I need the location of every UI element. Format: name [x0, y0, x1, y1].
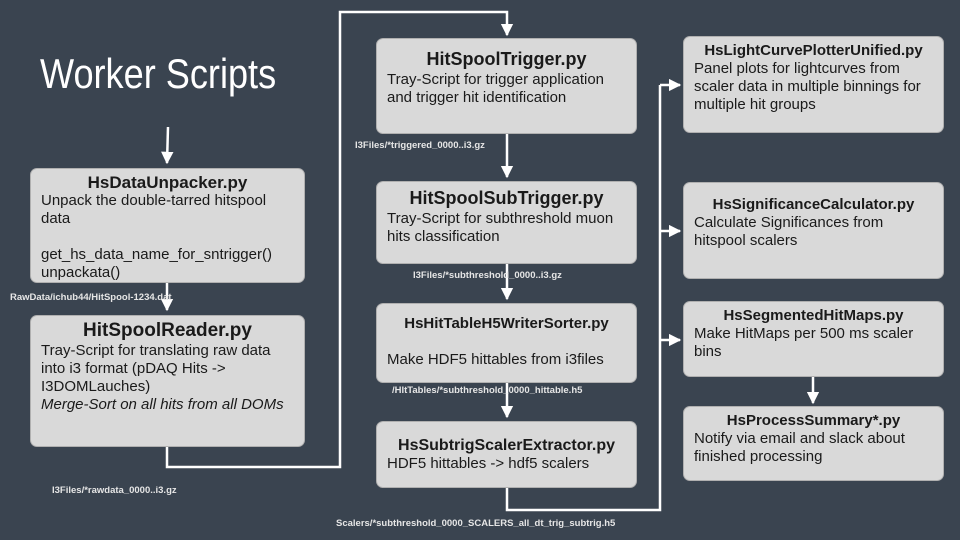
box-name: HsSignificanceCalculator.py — [712, 196, 915, 213]
box-name: HsSubtrigScalerExtractor.py — [398, 437, 615, 454]
box-desc: HDF5 hittables -> hdf5 scalers — [387, 455, 590, 472]
box-note: Merge-Sort on all hits from all DOMs — [41, 396, 284, 413]
box-desc: Tray-Script for trigger application and … — [387, 71, 605, 106]
label-triggered-path: I3Files/*triggered_0000..i3.gz — [355, 140, 485, 151]
box-name: HsProcessSummary*.py — [726, 412, 901, 429]
box-desc: Unpack the double-tarred hitspool data — [41, 192, 267, 227]
box-hitspool-trigger: HitSpoolTrigger.py Tray-Script for trigg… — [376, 38, 637, 134]
box-desc: Notify via email and slack about finishe… — [694, 430, 905, 465]
wire-extractor-bus — [505, 85, 662, 512]
box-hitspool-reader: HitSpoolReader.py Tray-Script for transl… — [30, 315, 305, 447]
arrow-into-unpacker — [161, 126, 174, 165]
label-raw-i3-path: I3Files/*rawdata_0000..i3.gz — [52, 485, 177, 496]
box-name: HitSpoolReader.py — [83, 320, 252, 341]
box-desc: Tray-Script for translating raw data int… — [41, 342, 271, 395]
box-hs-data-unpacker: HsDataUnpacker.py Unpack the double-tarr… — [30, 168, 305, 283]
box-segmented-hitmaps: HsSegmentedHitMaps.py Make HitMaps per 5… — [683, 301, 944, 377]
box-hittable-writer-sorter: HsHitTableH5WriterSorter.py Make HDF5 hi… — [376, 303, 637, 383]
box-func-1: get_hs_data_name_for_sntrigger() — [41, 246, 272, 263]
box-significance-calculator: HsSignificanceCalculator.py Calculate Si… — [683, 182, 944, 279]
box-desc: Make HitMaps per 500 ms scaler bins — [694, 325, 914, 360]
label-hittable-path: /HItTables/*subthreshold_0000_hittable.h… — [392, 385, 583, 396]
box-desc: Calculate Significances from hitspool sc… — [694, 214, 884, 249]
box-process-summary: HsProcessSummary*.py Notify via email an… — [683, 406, 944, 481]
box-desc: Tray-Script for subthreshold muon hits c… — [387, 210, 614, 245]
box-desc: Panel plots for lightcurves from scaler … — [694, 60, 921, 113]
box-name: HitSpoolSubTrigger.py — [409, 188, 604, 208]
box-subtrig-scaler-extractor: HsSubtrigScalerExtractor.py HDF5 hittabl… — [376, 421, 637, 488]
box-name: HsSegmentedHitMaps.py — [723, 307, 904, 324]
label-scalers-path: Scalers/*subthreshold_0000_SCALERS_all_d… — [336, 518, 616, 529]
slide-title: Worker Scripts — [40, 50, 277, 97]
label-subthreshold-path: I3Files/*subthreshold_0000..i3.gz — [413, 270, 562, 281]
label-rawdata-path: RawData/ichub44/HitSpool-1234.dat — [10, 292, 172, 303]
box-name: HsLightCurvePlotterUnified.py — [704, 42, 923, 59]
box-lightcurve-plotter: HsLightCurvePlotterUnified.py Panel plot… — [683, 36, 944, 133]
box-name: HitSpoolTrigger.py — [426, 49, 587, 69]
box-name: HsHitTableH5WriterSorter.py — [404, 315, 609, 332]
box-name: HsDataUnpacker.py — [87, 173, 248, 192]
box-desc: Make HDF5 hittables from i3files — [387, 351, 604, 368]
box-func-2: unpackata() — [41, 264, 121, 281]
arrow-reader-to-trigger — [165, 10, 514, 469]
box-hitspool-subtrigger: HitSpoolSubTrigger.py Tray-Script for su… — [376, 181, 637, 264]
